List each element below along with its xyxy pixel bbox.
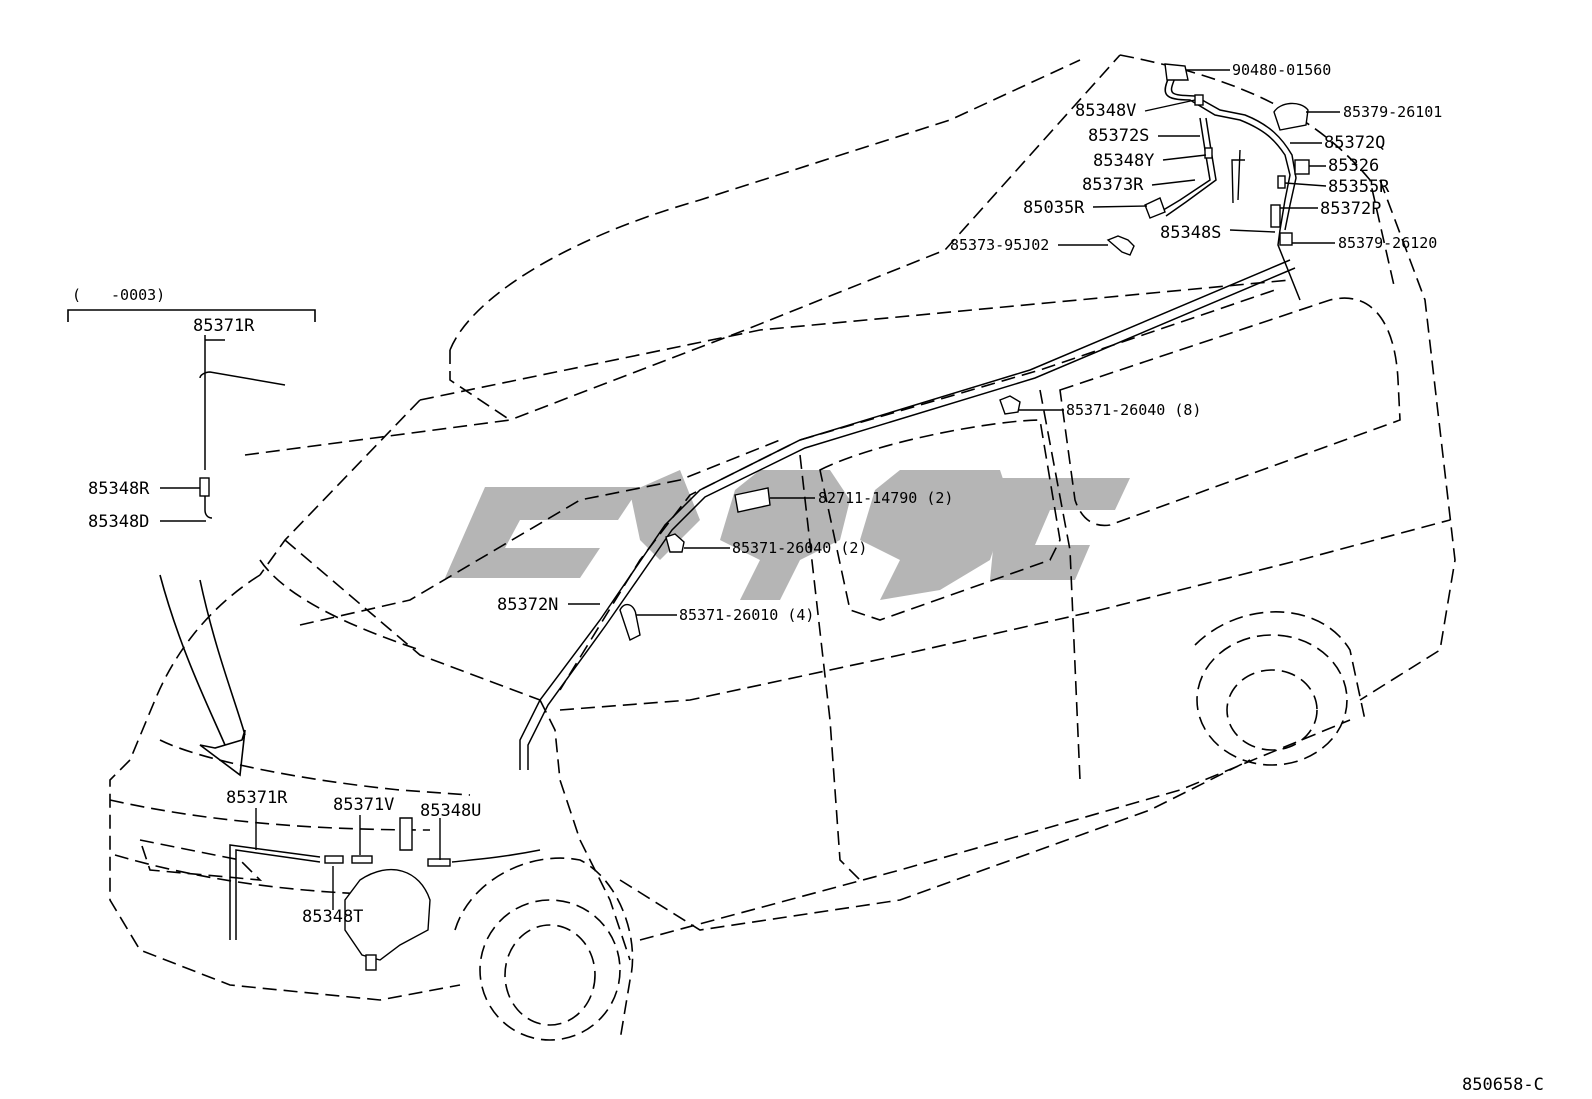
washer-tank (344, 869, 431, 961)
callout-90480-01560: 90480-01560 (1232, 61, 1331, 79)
cap-85379-26120 (1279, 232, 1293, 246)
tank-drain (365, 954, 377, 971)
callout-85348u: 85348U (420, 801, 481, 821)
callout-85371v: 85371V (333, 795, 394, 815)
callout-85371-26010-4: 85371-26010 (4) (679, 606, 814, 624)
watermark (445, 470, 1130, 600)
roof-hose-assembly (1106, 63, 1310, 301)
valve-85035r (1144, 197, 1166, 219)
part-callouts: 90480-01560 85348V 85379-26101 85372S 85… (88, 61, 1544, 1095)
valve-85326 (1294, 159, 1310, 175)
joint-85355r (1277, 175, 1286, 189)
clamp-85371-26040-2 (665, 533, 685, 553)
callout-85371r-inset: 85371R (193, 316, 255, 336)
clip-90480-01560 (1164, 63, 1189, 81)
callout-85372s: 85372S (1088, 126, 1149, 146)
inset-bracket: ( -0003) (67, 286, 316, 519)
inset-bracket-label: ( -0003) (72, 286, 165, 304)
leader-lines (160, 69, 1340, 910)
callout-85372p: 85372P (1320, 199, 1381, 219)
callout-85355r: 85355R (1328, 177, 1390, 197)
callout-85348t: 85348T (302, 907, 363, 927)
callout-85348s: 85348S (1160, 223, 1221, 243)
callout-85348r: 85348R (88, 479, 150, 499)
callout-85326: 85326 (1328, 156, 1379, 176)
callout-85371r-front: 85371R (226, 788, 288, 808)
side-hose-assembly (519, 259, 1296, 770)
callout-85348d: 85348D (88, 512, 149, 532)
direction-arrow (159, 574, 246, 777)
callout-85371-26040-8: 85371-26040 (8) (1066, 401, 1201, 419)
callout-85035r: 85035R (1023, 198, 1085, 218)
washer-motor (399, 817, 413, 851)
connector-85348t (324, 855, 344, 864)
nozzle-85373-95j02 (1106, 235, 1135, 256)
diagram-code: 850658-C (1462, 1075, 1544, 1095)
clamp-85371-26040-8 (999, 395, 1021, 415)
callout-85372q: 85372Q (1324, 133, 1385, 153)
callout-85379-26101: 85379-26101 (1343, 103, 1442, 121)
hose-85372p (1270, 204, 1281, 228)
clamp-85371-26010-4 (619, 603, 641, 641)
connector-85348r (199, 477, 210, 497)
callout-85371-26040-2: 85371-26040 (2) (732, 539, 867, 557)
front-washer-assembly (229, 817, 541, 971)
clip-82711-14790 (734, 487, 771, 513)
connector-85348y (1204, 147, 1213, 159)
callout-85379-26120: 85379-26120 (1338, 234, 1437, 252)
callout-85372n: 85372N (497, 595, 558, 615)
van-body-outline (109, 54, 1456, 1041)
callout-85373r: 85373R (1082, 175, 1144, 195)
callout-82711-14790-2: 82711-14790 (2) (818, 489, 953, 507)
connector-85348v (1194, 94, 1204, 106)
hose-85371v (351, 855, 373, 864)
connector-85348u (427, 858, 451, 867)
cap-85379-26101 (1273, 102, 1309, 131)
callout-85348y: 85348Y (1093, 151, 1154, 171)
callout-85348v: 85348V (1075, 101, 1136, 121)
callout-85373-95j02: 85373-95J02 (950, 236, 1049, 254)
